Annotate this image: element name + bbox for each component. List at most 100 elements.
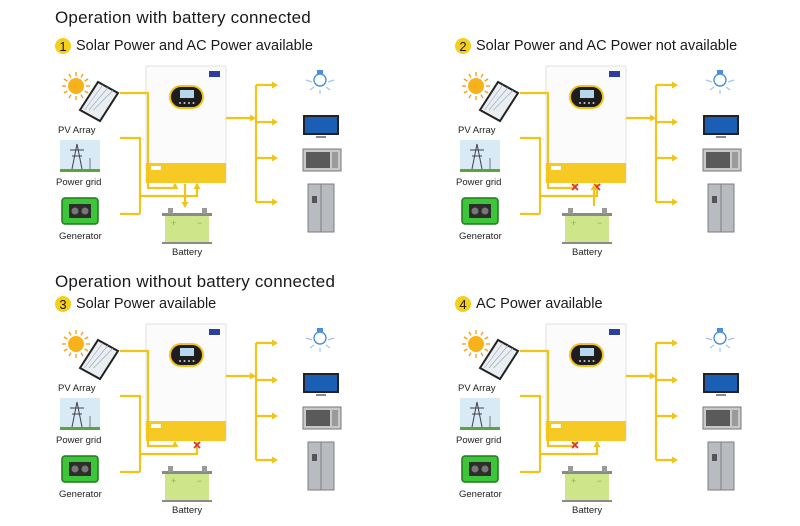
output-arrow bbox=[650, 372, 656, 380]
load-arrow bbox=[672, 81, 678, 89]
light-bulb-icon bbox=[705, 70, 735, 94]
microwave-panel bbox=[732, 152, 738, 168]
battery-label: Battery bbox=[572, 247, 602, 258]
load-arrow bbox=[672, 376, 678, 384]
scenario-title: Solar Power available bbox=[76, 296, 217, 312]
microwave-window bbox=[706, 152, 730, 168]
warning-label bbox=[151, 424, 161, 428]
control-button bbox=[188, 360, 190, 362]
battery-icon: +− bbox=[162, 208, 212, 244]
pv-array-icon bbox=[62, 330, 120, 381]
pylon bbox=[471, 401, 483, 428]
television-icon bbox=[703, 373, 739, 396]
control-button bbox=[183, 102, 186, 104]
microwave-panel bbox=[732, 410, 738, 426]
grid-feed-line bbox=[520, 394, 542, 472]
water-dispenser bbox=[312, 196, 317, 203]
solar-panel bbox=[478, 80, 520, 123]
control-button bbox=[579, 102, 581, 104]
power-grid-icon bbox=[60, 398, 100, 430]
battery-icon: +− bbox=[562, 208, 612, 244]
control-button bbox=[188, 102, 190, 104]
battery-label: Battery bbox=[172, 247, 202, 258]
plus-sign: + bbox=[171, 218, 176, 228]
generator-label: Generator bbox=[59, 489, 102, 500]
battery-label: Battery bbox=[172, 505, 202, 516]
battery-body bbox=[165, 215, 209, 243]
refrigerator-icon bbox=[707, 441, 735, 491]
pylon bbox=[71, 401, 83, 428]
solar-panel bbox=[478, 338, 520, 381]
minus-sign: − bbox=[597, 476, 602, 486]
load-arrow bbox=[672, 198, 678, 206]
refrigerator-icon bbox=[307, 183, 335, 233]
inverter-unit bbox=[145, 323, 227, 441]
microwave-window bbox=[306, 410, 330, 426]
battery-terminal bbox=[202, 466, 207, 472]
television-icon bbox=[303, 373, 339, 396]
battery-terminal bbox=[202, 208, 207, 214]
generator-label: Generator bbox=[459, 231, 502, 242]
battery-terminal bbox=[602, 208, 607, 214]
plus-sign: + bbox=[171, 476, 176, 486]
microwave-icon bbox=[302, 148, 342, 172]
brand-logo bbox=[209, 329, 220, 335]
battery-terminal bbox=[602, 466, 607, 472]
inverter-unit bbox=[545, 65, 627, 183]
scenario-title: AC Power available bbox=[476, 296, 603, 312]
brand-logo bbox=[609, 71, 620, 77]
output-arrow bbox=[650, 114, 656, 122]
output-arrow bbox=[250, 372, 256, 380]
load-arrow bbox=[672, 118, 678, 126]
power-grid-label: Power grid bbox=[456, 177, 501, 188]
microwave-icon bbox=[702, 148, 742, 172]
grid-feed-line bbox=[120, 136, 142, 214]
minus-sign: − bbox=[197, 218, 202, 228]
control-button bbox=[592, 360, 595, 362]
pv-array-icon bbox=[462, 72, 520, 123]
generator-label: Generator bbox=[459, 489, 502, 500]
water-dispenser bbox=[712, 196, 717, 203]
refrigerator-icon bbox=[707, 183, 735, 233]
grid-feed-line bbox=[120, 394, 142, 472]
battery-terminal bbox=[168, 208, 173, 214]
tv-stand bbox=[716, 394, 726, 396]
blocked-x-icon bbox=[193, 441, 201, 449]
television-icon bbox=[703, 115, 739, 138]
generator-icon bbox=[61, 197, 99, 225]
power-grid-icon bbox=[60, 140, 100, 172]
television-icon bbox=[303, 115, 339, 138]
water-dispenser bbox=[312, 454, 317, 461]
power-grid-icon bbox=[460, 140, 500, 172]
inverter-yellow-band bbox=[146, 163, 226, 183]
load-arrow bbox=[272, 118, 278, 126]
pylon bbox=[71, 143, 83, 170]
pv-input-arrow bbox=[171, 183, 179, 189]
power-grid-icon bbox=[460, 398, 500, 430]
pv-array-icon bbox=[462, 330, 520, 381]
load-arrow bbox=[672, 154, 678, 162]
generator-label: Generator bbox=[59, 231, 102, 242]
minus-sign: − bbox=[197, 476, 202, 486]
load-arrow bbox=[272, 339, 278, 347]
power-grid-label: Power grid bbox=[456, 435, 501, 446]
lcd-screen bbox=[580, 90, 594, 98]
battery-label: Battery bbox=[572, 505, 602, 516]
sun-icon bbox=[68, 336, 84, 352]
control-button bbox=[183, 360, 186, 362]
tv-stand bbox=[716, 136, 726, 138]
load-arrow bbox=[672, 456, 678, 464]
lcd-screen bbox=[180, 90, 194, 98]
battery-discharge-arrow bbox=[590, 184, 598, 190]
control-button bbox=[583, 102, 586, 104]
tv-screen bbox=[305, 375, 337, 391]
microwave-icon bbox=[702, 406, 742, 430]
